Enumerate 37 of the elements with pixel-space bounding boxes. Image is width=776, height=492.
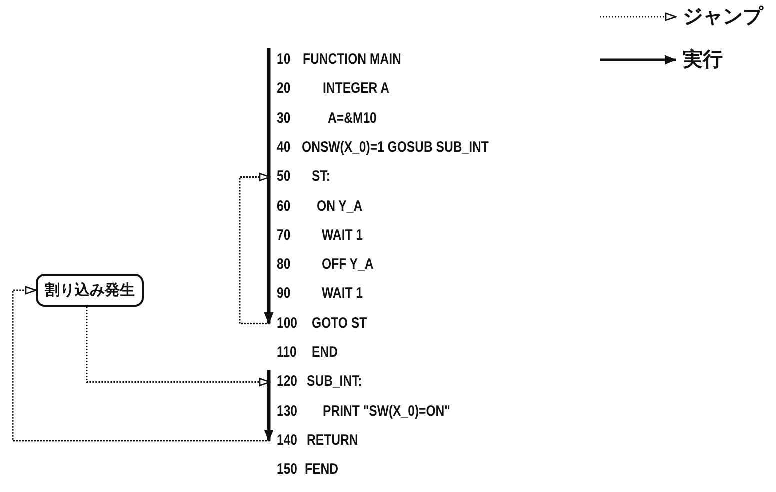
flow-arrow bbox=[264, 370, 274, 442]
code-text: WAIT 1 bbox=[322, 284, 364, 304]
line-number: 70 bbox=[277, 226, 291, 246]
code-text: ONSW(X_0)=1 GOSUB SUB_INT bbox=[302, 138, 489, 158]
line-number: 90 bbox=[277, 284, 291, 304]
code-text: PRINT "SW(X_0)=ON" bbox=[323, 402, 450, 422]
code-text: A=&M10 bbox=[328, 108, 377, 129]
code-text: INTEGER A bbox=[323, 79, 390, 100]
code-text: SUB_INT: bbox=[307, 372, 362, 392]
line-number: 40 bbox=[277, 138, 291, 158]
jump-arrow bbox=[12, 286, 270, 442]
line-number: 120 bbox=[277, 372, 298, 392]
line-number: 150 bbox=[277, 460, 298, 480]
line-number: 60 bbox=[277, 196, 291, 216]
code-text: END bbox=[312, 343, 338, 363]
line-number: 100 bbox=[277, 314, 298, 334]
line-number: 20 bbox=[277, 79, 291, 100]
code-text: RETURN bbox=[307, 430, 358, 451]
line-number: 10 bbox=[277, 50, 291, 70]
legend-label: 実行 bbox=[683, 46, 723, 72]
line-number: 130 bbox=[277, 402, 298, 422]
legend-label: ジャンプ bbox=[683, 3, 763, 29]
code-text: ON Y_A bbox=[317, 196, 363, 216]
line-number: 110 bbox=[277, 343, 297, 363]
code-text: WAIT 1 bbox=[322, 226, 364, 246]
code-text: GOTO ST bbox=[312, 314, 368, 334]
line-number: 140 bbox=[277, 430, 298, 451]
jump-arrow bbox=[239, 173, 271, 324]
code-text: FUNCTION MAIN bbox=[303, 50, 402, 70]
code-text: FEND bbox=[305, 460, 338, 480]
line-number: 50 bbox=[277, 167, 291, 188]
line-number: 30 bbox=[277, 108, 291, 129]
process-box: 割り込み発生 bbox=[36, 274, 144, 307]
flow-arrow bbox=[264, 48, 274, 324]
code-text: ST: bbox=[312, 167, 330, 188]
code-text: OFF Y_A bbox=[322, 255, 374, 276]
line-number: 80 bbox=[277, 255, 291, 276]
